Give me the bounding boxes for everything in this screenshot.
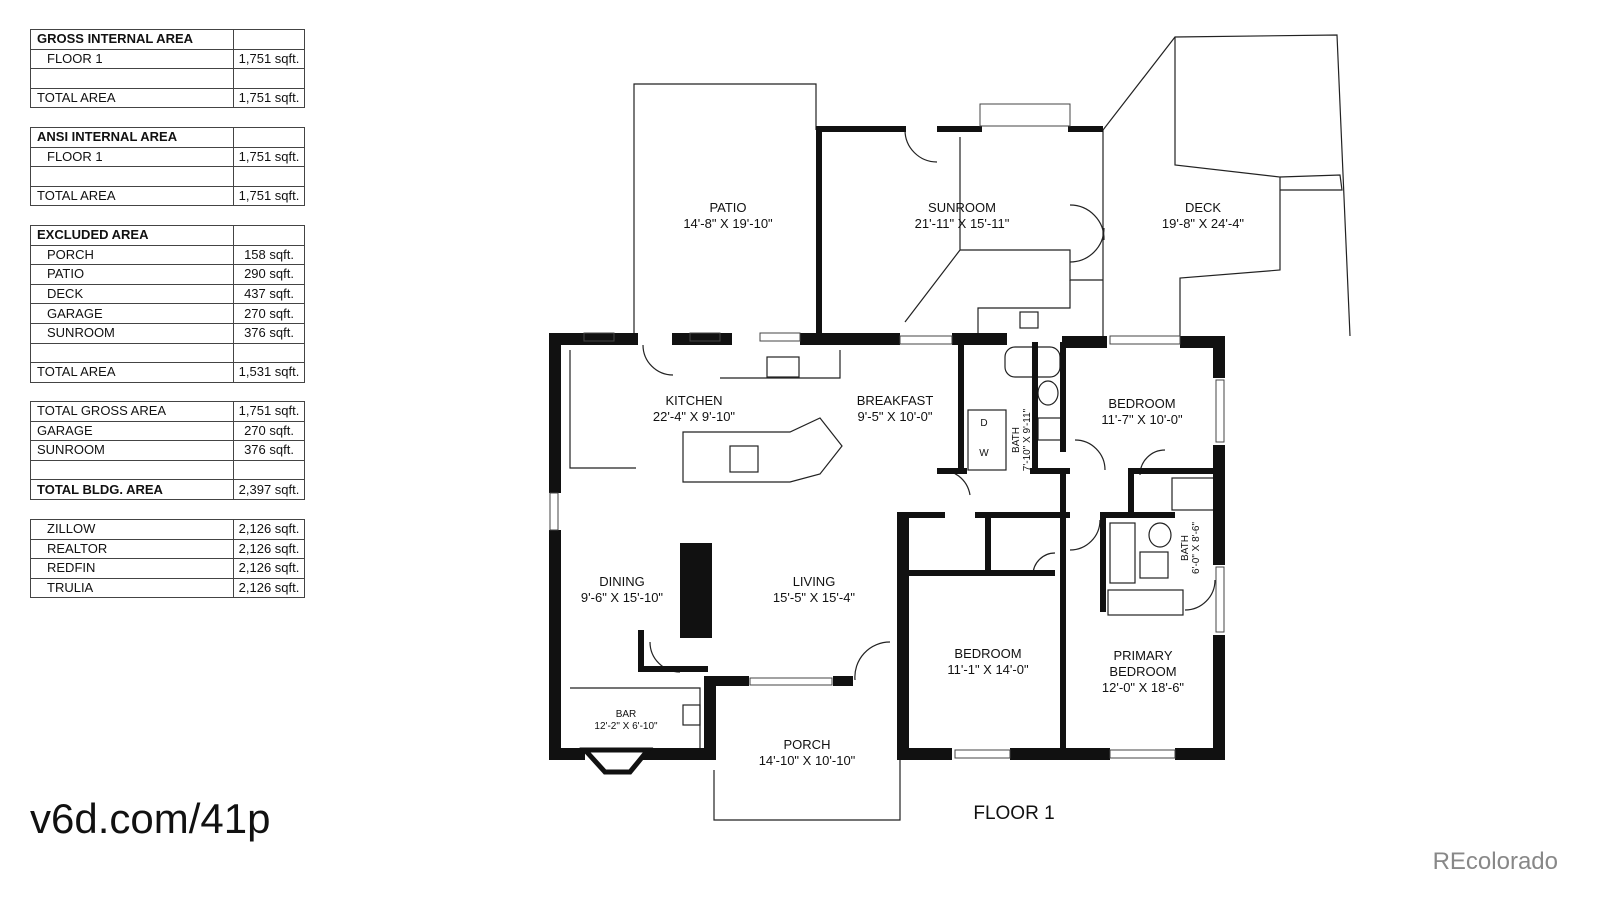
brand-watermark: REcolorado — [1432, 848, 1558, 875]
area-row-value: 1,751 sqft. — [233, 185, 305, 207]
bath-one-label: BATH — [1011, 427, 1022, 453]
area-row: GROSS INTERNAL AREA — [30, 29, 305, 50]
deck-outline — [1102, 34, 1351, 337]
area-row-value: 270 sqft. — [233, 420, 305, 442]
kitchen-label: KITCHEN — [665, 393, 722, 408]
porch-label: PORCH — [784, 737, 831, 752]
area-row-value: 1,531 sqft. — [233, 362, 305, 383]
bedroom-two-size: 11'-1" X 14'-0" — [947, 662, 1029, 677]
area-row-value: 1,751 sqft. — [233, 401, 305, 422]
area-row-label: GARAGE — [30, 420, 234, 442]
area-row-label: TOTAL AREA — [30, 362, 234, 383]
area-row-label: ZILLOW — [30, 519, 234, 540]
area-row-value: 437 sqft. — [233, 283, 305, 305]
bath-two-size: 6'-0" X 8'-6" — [1191, 522, 1202, 575]
area-row-label: TOTAL AREA — [30, 87, 234, 109]
area-row-label: SUNROOM — [30, 322, 234, 344]
breakfast-label: BREAKFAST — [857, 393, 934, 408]
bath-one-size: 7'-10" X 9'-11" — [1022, 408, 1033, 471]
area-row-label: TOTAL BLDG. AREA — [30, 479, 234, 500]
patio-size: 14'-8" X 19'-10" — [683, 216, 773, 231]
area-row-label: GARAGE — [30, 303, 234, 324]
kitchen-size: 22'-4" X 9'-10" — [653, 409, 736, 424]
room-labels: PATIO 14'-8" X 19'-10" SUNROOM 21'-11" X… — [581, 200, 1245, 824]
sunroom-label: SUNROOM — [928, 200, 996, 215]
area-row-value: 1,751 sqft. — [233, 146, 305, 168]
porch-size: 14'-10" X 10'-10" — [759, 753, 856, 768]
floor-label: FLOOR 1 — [973, 803, 1054, 824]
area-row — [30, 166, 305, 187]
tour-link-text: v6d.com/41p — [30, 795, 271, 842]
sunroom-size: 21'-11" X 15'-11" — [915, 216, 1010, 231]
living-label: LIVING — [793, 574, 836, 589]
area-row-value: 2,126 sqft. — [233, 558, 305, 579]
area-row-value: 2,397 sqft. — [233, 479, 305, 500]
area-row — [30, 342, 305, 364]
breakfast-size: 9'-5" X 10'-0" — [858, 409, 933, 424]
bedroom-two-label: BEDROOM — [954, 646, 1021, 661]
patio-outline — [633, 83, 817, 336]
primary-bedroom-size: 12'-0" X 18'-6" — [1102, 680, 1185, 695]
bedroom-one-size: 11'-7" X 10'-0" — [1101, 412, 1183, 427]
deck-label: DECK — [1185, 200, 1221, 215]
area-row-value: 290 sqft. — [233, 264, 305, 285]
walls — [549, 126, 1225, 760]
area-row — [30, 68, 305, 89]
area-row-value: 1,751 sqft. — [233, 87, 305, 109]
dining-label: DINING — [599, 574, 645, 589]
primary-bedroom-label: PRIMARY — [1114, 648, 1173, 663]
bath-two-label: BATH — [1180, 535, 1191, 561]
bar-label: BAR — [616, 709, 637, 720]
area-row-value: 2,126 sqft. — [233, 577, 305, 599]
living-size: 15'-5" X 15'-4" — [773, 590, 856, 605]
patio-label: PATIO — [709, 200, 746, 215]
bar-size: 12'-2" X 6'-10" — [594, 721, 658, 732]
dining-size: 9'-6" X 15'-10" — [581, 590, 664, 605]
area-row-label: TOTAL AREA — [30, 185, 234, 207]
area-row-label: ANSI INTERNAL AREA — [30, 127, 234, 148]
area-row-label: TRULIA — [30, 577, 234, 599]
deck-size: 19'-8" X 24'-4" — [1162, 216, 1245, 231]
washer-label: W — [979, 448, 989, 459]
area-row-label: TOTAL GROSS AREA — [30, 401, 234, 422]
bedroom-one-label: BEDROOM — [1108, 396, 1175, 411]
area-row-value: 270 sqft. — [233, 303, 305, 324]
dryer-label: D — [980, 418, 987, 429]
primary-bedroom-label-2: BEDROOM — [1109, 664, 1176, 679]
